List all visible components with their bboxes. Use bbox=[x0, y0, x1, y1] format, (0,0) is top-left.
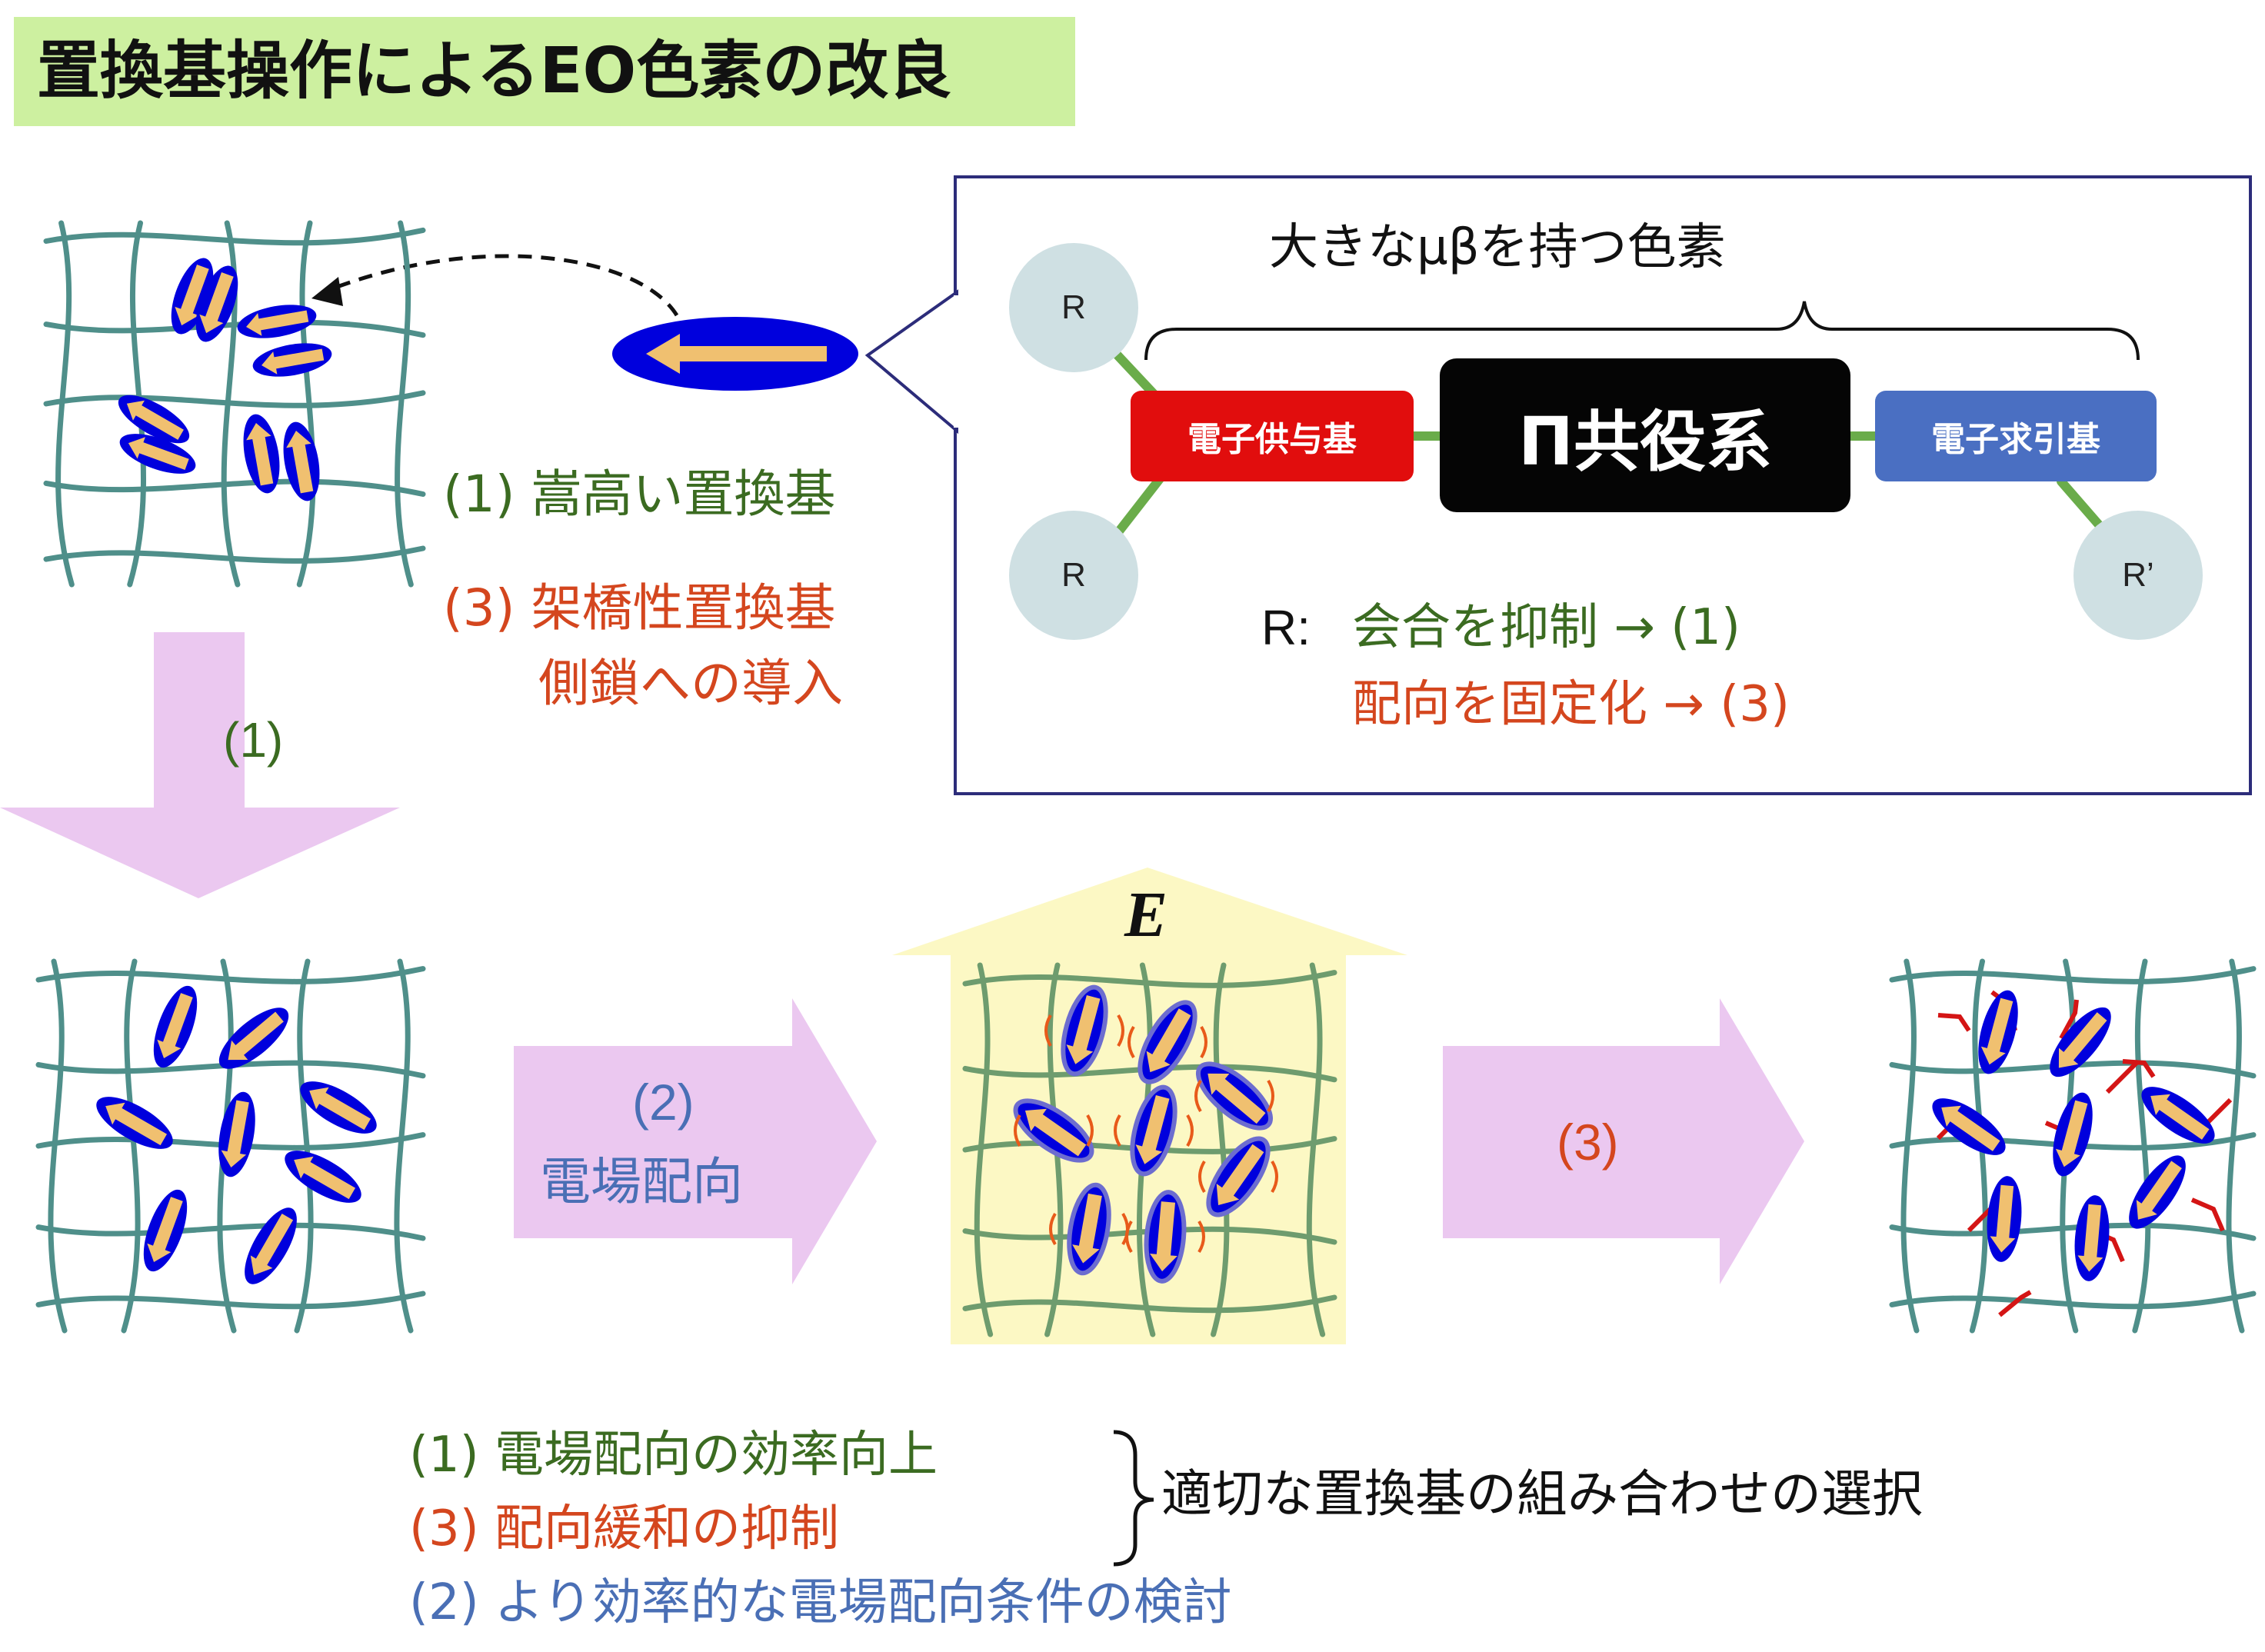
callout-pointer bbox=[864, 289, 958, 435]
r-effect-line2: 配向を固定化 → (3) bbox=[1352, 676, 1790, 733]
brace-icon bbox=[1144, 301, 2140, 361]
dye-crosslinked-6 bbox=[1987, 1176, 2022, 1262]
dye-dispersed-6 bbox=[143, 1189, 188, 1272]
dye-crosslinked-4 bbox=[2053, 1092, 2093, 1177]
dye-random-6 bbox=[243, 414, 280, 494]
arrowhead-icon bbox=[311, 277, 343, 306]
dye-poling-0 bbox=[1061, 984, 1108, 1077]
dye-dispersed-4 bbox=[300, 1081, 377, 1134]
callout-header: 大きなμβを持つ色素 bbox=[1269, 219, 1726, 276]
bottom-brace-icon bbox=[1113, 1430, 1154, 1567]
vibration-mark-icon bbox=[1194, 1079, 1274, 1113]
summary-line-1: (1) 電場配向の効率向上 bbox=[409, 1427, 938, 1484]
dye-random-4 bbox=[118, 395, 190, 444]
summary-line-3: (3) 配向緩和の抑制 bbox=[409, 1500, 839, 1557]
dye-dispersed-2 bbox=[96, 1097, 173, 1149]
arrow-step1 bbox=[0, 632, 400, 898]
dye-molecule-icon bbox=[612, 317, 858, 391]
dashed-arrow-icon bbox=[322, 254, 679, 317]
dye-crosslinked-5 bbox=[2129, 1155, 2186, 1229]
dye-random-3 bbox=[252, 343, 332, 377]
label-bulky-substituent: (1) 嵩高い置換基 bbox=[443, 465, 836, 524]
vibration-mark-icon bbox=[1114, 1114, 1194, 1147]
arrow-step1-label: (1) bbox=[223, 712, 284, 768]
dye-crosslinked-1 bbox=[2050, 1007, 2111, 1077]
vibration-mark-icon bbox=[1044, 1014, 1124, 1047]
dye-crosslinked-3 bbox=[1932, 1098, 2006, 1155]
label-sidechain-introduction: 側鎖への導入 bbox=[538, 654, 843, 713]
summary-conclusion: 適切な置換基の組み合わせの選択 bbox=[1161, 1464, 1923, 1524]
dye-poling-1 bbox=[1137, 1000, 1197, 1084]
r-prefix: R: bbox=[1261, 600, 1311, 655]
r-group-top-left: R bbox=[1009, 243, 1138, 372]
dye-poling-6 bbox=[1067, 1182, 1111, 1276]
vibration-mark-icon bbox=[1014, 1114, 1094, 1147]
page-title: 置換基操作によるEO色素の改良 bbox=[37, 35, 952, 108]
title-banner bbox=[14, 17, 1075, 126]
dye-crosslinked-2 bbox=[2141, 1087, 2215, 1144]
arrow-step2-number: (2) bbox=[632, 1074, 694, 1131]
arrow-step2 bbox=[514, 998, 877, 1284]
dye-crosslinked-7 bbox=[2074, 1195, 2110, 1281]
r-effect-line1: 会合を抑制 → (1) bbox=[1352, 599, 1740, 656]
dye-poling-3 bbox=[1013, 1098, 1094, 1163]
vibration-mark-icon bbox=[1125, 1220, 1205, 1254]
dye-dispersed-1 bbox=[218, 1008, 289, 1069]
dye-poling-2 bbox=[1195, 1061, 1274, 1131]
acceptor-group: 電子求引基 bbox=[1875, 391, 2157, 481]
arrow-step3 bbox=[1443, 998, 1804, 1284]
r-group-right: R’ bbox=[2073, 511, 2203, 640]
r-group-bottom-left: R bbox=[1009, 511, 1138, 640]
dye-random-2 bbox=[237, 305, 317, 338]
dye-dispersed-0 bbox=[153, 985, 198, 1068]
arrow-step3-label: (3) bbox=[1557, 1114, 1619, 1171]
donor-group: 電子供与基 bbox=[1131, 391, 1414, 481]
polymer-network-initial bbox=[43, 220, 426, 588]
dye-poling-4 bbox=[1130, 1084, 1177, 1177]
vibration-mark-icon bbox=[1198, 1160, 1278, 1194]
dye-crosslinked-0 bbox=[1978, 990, 2018, 1074]
pi-system: Π共役系 bbox=[1440, 358, 1850, 512]
dye-dispersed-5 bbox=[285, 1151, 361, 1203]
dye-random-1 bbox=[195, 265, 238, 342]
dye-random-7 bbox=[283, 421, 320, 501]
label-crosslink-substituent: (3) 架橋性置換基 bbox=[443, 578, 836, 638]
dye-poling-7 bbox=[1144, 1190, 1187, 1284]
summary-line-2: (2) より効率的な電場配向条件の検討 bbox=[409, 1574, 1232, 1631]
dye-random-0 bbox=[171, 258, 214, 335]
vibration-mark-icon bbox=[1128, 1025, 1207, 1059]
field-arrowhead bbox=[892, 868, 1407, 955]
arrow-step2-label: 電場配向 bbox=[540, 1152, 743, 1211]
dye-dispersed-7 bbox=[245, 1207, 297, 1284]
electric-field-label: E bbox=[1124, 879, 1168, 951]
dye-random-5 bbox=[119, 434, 196, 474]
dye-poling-5 bbox=[1206, 1136, 1271, 1217]
dye-dispersed-3 bbox=[218, 1091, 255, 1177]
